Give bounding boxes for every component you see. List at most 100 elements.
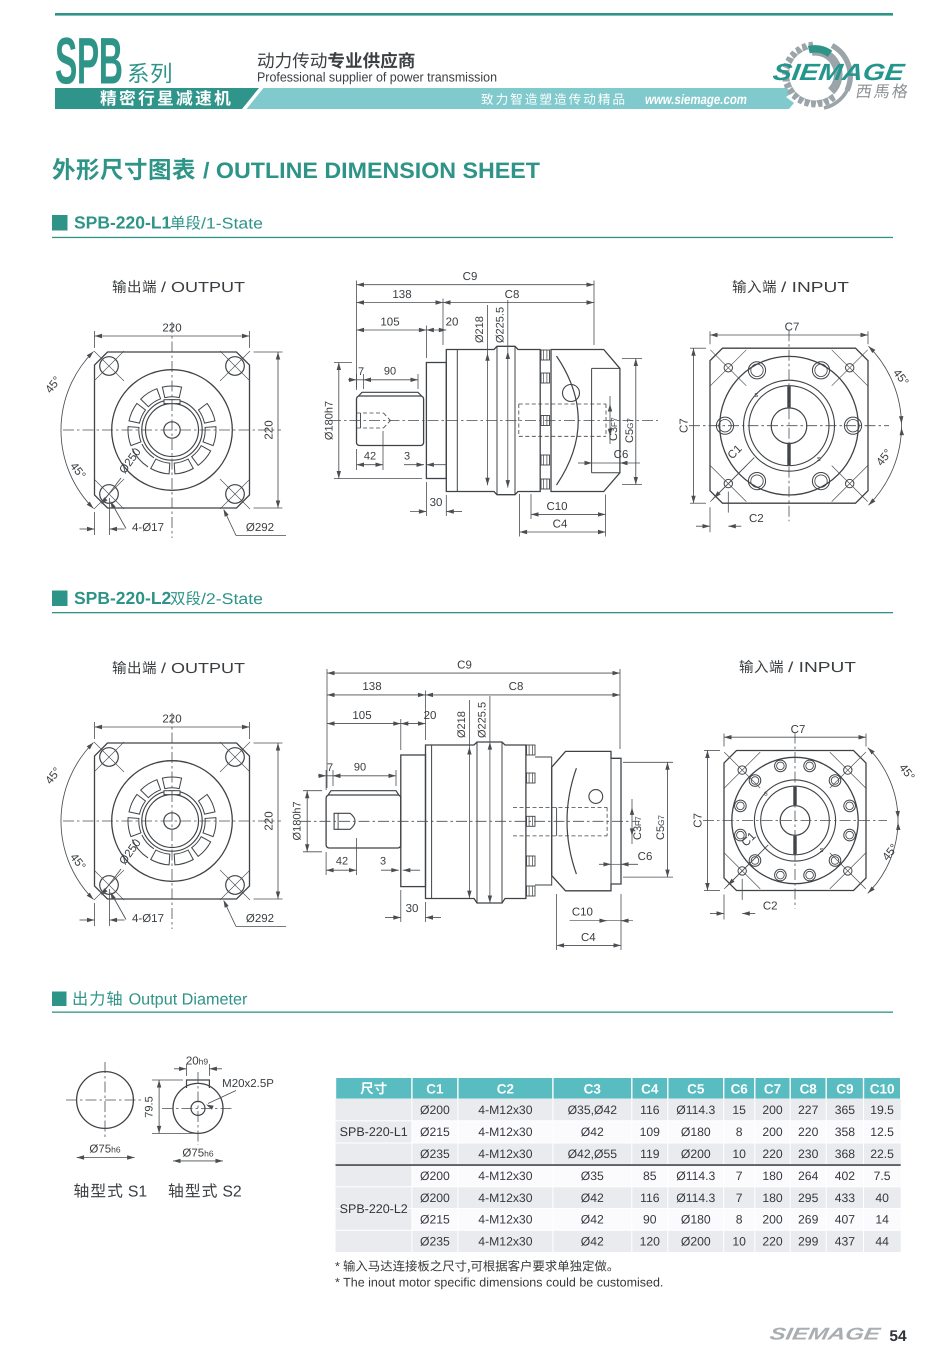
svg-text:90: 90 bbox=[354, 762, 366, 774]
svg-text:22.5: 22.5 bbox=[870, 1147, 894, 1161]
svg-text:SPB-220-L1: SPB-220-L1 bbox=[340, 1125, 408, 1139]
svg-text:C5G7: C5G7 bbox=[624, 418, 636, 443]
svg-text:M20x2.5P: M20x2.5P bbox=[222, 1078, 274, 1090]
svg-text:40: 40 bbox=[875, 1191, 889, 1205]
svg-text:200: 200 bbox=[762, 1125, 783, 1139]
svg-text:10: 10 bbox=[732, 1234, 746, 1248]
svg-text:3: 3 bbox=[380, 856, 386, 868]
svg-text:C3F7: C3F7 bbox=[632, 816, 644, 840]
svg-text:C8: C8 bbox=[509, 681, 524, 693]
svg-text:12.5: 12.5 bbox=[870, 1125, 894, 1139]
svg-text:C9: C9 bbox=[463, 271, 478, 283]
svg-text:109: 109 bbox=[640, 1125, 661, 1139]
svg-text:C2: C2 bbox=[749, 513, 764, 525]
svg-text:105: 105 bbox=[352, 710, 371, 722]
svg-text:30: 30 bbox=[406, 903, 419, 915]
svg-text:Ø180h7: Ø180h7 bbox=[292, 801, 304, 840]
svg-text:C2: C2 bbox=[763, 901, 778, 913]
svg-text:119: 119 bbox=[640, 1147, 660, 1161]
svg-text:105: 105 bbox=[380, 317, 399, 329]
svg-text:C6: C6 bbox=[638, 851, 653, 863]
svg-text:C7: C7 bbox=[764, 1081, 781, 1096]
svg-text:C9: C9 bbox=[457, 660, 472, 672]
svg-text:C7: C7 bbox=[791, 724, 806, 736]
svg-text:s: s bbox=[817, 454, 821, 463]
svg-text:Ø215: Ø215 bbox=[420, 1125, 450, 1139]
svg-text:407: 407 bbox=[835, 1213, 856, 1227]
svg-text:79.5: 79.5 bbox=[144, 1096, 156, 1117]
svg-text:4-M12x30: 4-M12x30 bbox=[478, 1191, 532, 1205]
svg-text:7: 7 bbox=[327, 762, 333, 774]
svg-text:227: 227 bbox=[798, 1103, 819, 1117]
svg-text:s: s bbox=[764, 788, 768, 797]
svg-text:Ø114.3: Ø114.3 bbox=[676, 1191, 715, 1205]
svg-text:Ø200: Ø200 bbox=[420, 1169, 450, 1183]
svg-text:220: 220 bbox=[162, 714, 181, 726]
svg-text:Ø75h6: Ø75h6 bbox=[89, 1144, 120, 1156]
svg-text:C1: C1 bbox=[426, 1081, 444, 1096]
svg-text:S2: S2 bbox=[222, 1184, 241, 1201]
svg-text:230: 230 bbox=[798, 1147, 819, 1161]
svg-text:264: 264 bbox=[798, 1169, 819, 1183]
svg-text:Ø218: Ø218 bbox=[474, 316, 486, 343]
svg-text:402: 402 bbox=[835, 1169, 856, 1183]
svg-text:4-M12x30: 4-M12x30 bbox=[478, 1125, 532, 1139]
svg-text:Ø225.5: Ø225.5 bbox=[495, 307, 507, 343]
svg-text:437: 437 bbox=[835, 1234, 856, 1248]
svg-text:Ø180: Ø180 bbox=[681, 1213, 711, 1227]
svg-text:358: 358 bbox=[835, 1125, 856, 1139]
svg-text:/ OUTPUT: / OUTPUT bbox=[161, 280, 245, 296]
svg-text:C2: C2 bbox=[497, 1081, 514, 1096]
svg-text:Ø200: Ø200 bbox=[420, 1191, 450, 1205]
svg-text:SPB-220-L2: SPB-220-L2 bbox=[74, 588, 172, 608]
svg-text:7: 7 bbox=[358, 366, 364, 378]
svg-text:Ø42: Ø42 bbox=[581, 1125, 604, 1139]
svg-text:C3F7: C3F7 bbox=[608, 417, 620, 441]
svg-text:C7: C7 bbox=[785, 322, 800, 334]
svg-text:C4: C4 bbox=[581, 932, 596, 944]
svg-text:8: 8 bbox=[736, 1125, 743, 1139]
svg-text:Ø114.3: Ø114.3 bbox=[676, 1169, 715, 1183]
svg-text:SPB: SPB bbox=[55, 24, 122, 98]
svg-text:433: 433 bbox=[835, 1191, 856, 1205]
svg-text:Ø235: Ø235 bbox=[420, 1234, 450, 1248]
svg-text:s: s bbox=[754, 390, 758, 399]
svg-text:C10: C10 bbox=[546, 501, 567, 513]
svg-text:/ INPUT: / INPUT bbox=[788, 660, 856, 676]
svg-text:Ø225.5: Ø225.5 bbox=[477, 702, 489, 738]
svg-text:42: 42 bbox=[336, 856, 348, 868]
svg-text:3: 3 bbox=[404, 451, 410, 463]
svg-text:C6: C6 bbox=[614, 449, 629, 461]
svg-text:4-M12x30: 4-M12x30 bbox=[478, 1213, 532, 1227]
svg-text:C4: C4 bbox=[641, 1081, 659, 1096]
svg-text:220: 220 bbox=[762, 1234, 783, 1248]
svg-text:269: 269 bbox=[798, 1213, 819, 1227]
svg-text:138: 138 bbox=[392, 289, 411, 301]
svg-text:C3: C3 bbox=[584, 1081, 602, 1096]
svg-text:90: 90 bbox=[384, 366, 396, 378]
svg-text:/2-State: /2-State bbox=[201, 591, 263, 608]
svg-text:C4: C4 bbox=[553, 519, 568, 531]
svg-text:180: 180 bbox=[762, 1169, 783, 1183]
svg-text:220: 220 bbox=[762, 1147, 783, 1161]
svg-text:*: * bbox=[335, 1260, 340, 1274]
svg-text:Ø42: Ø42 bbox=[581, 1191, 604, 1205]
svg-text:Ø75h6: Ø75h6 bbox=[182, 1148, 213, 1160]
svg-text:42: 42 bbox=[364, 451, 376, 463]
svg-text:Ø35: Ø35 bbox=[581, 1169, 604, 1183]
svg-text:365: 365 bbox=[835, 1103, 856, 1117]
svg-text:19.5: 19.5 bbox=[870, 1103, 894, 1117]
svg-text:C6: C6 bbox=[731, 1081, 749, 1096]
svg-text:C7: C7 bbox=[692, 813, 704, 828]
svg-text:Ø42: Ø42 bbox=[581, 1234, 604, 1248]
svg-text:s: s bbox=[820, 845, 824, 854]
svg-text:4-M12x30: 4-M12x30 bbox=[478, 1169, 532, 1183]
svg-text:116: 116 bbox=[640, 1103, 660, 1117]
svg-text:C10: C10 bbox=[572, 907, 593, 919]
svg-text:4-Ø17: 4-Ø17 bbox=[132, 913, 164, 925]
svg-text:299: 299 bbox=[798, 1234, 819, 1248]
svg-text:Ø200: Ø200 bbox=[681, 1234, 711, 1248]
svg-text:SPB-220-L1: SPB-220-L1 bbox=[74, 213, 172, 233]
svg-text:138: 138 bbox=[362, 681, 381, 693]
svg-text:20h9: 20h9 bbox=[186, 1056, 209, 1068]
